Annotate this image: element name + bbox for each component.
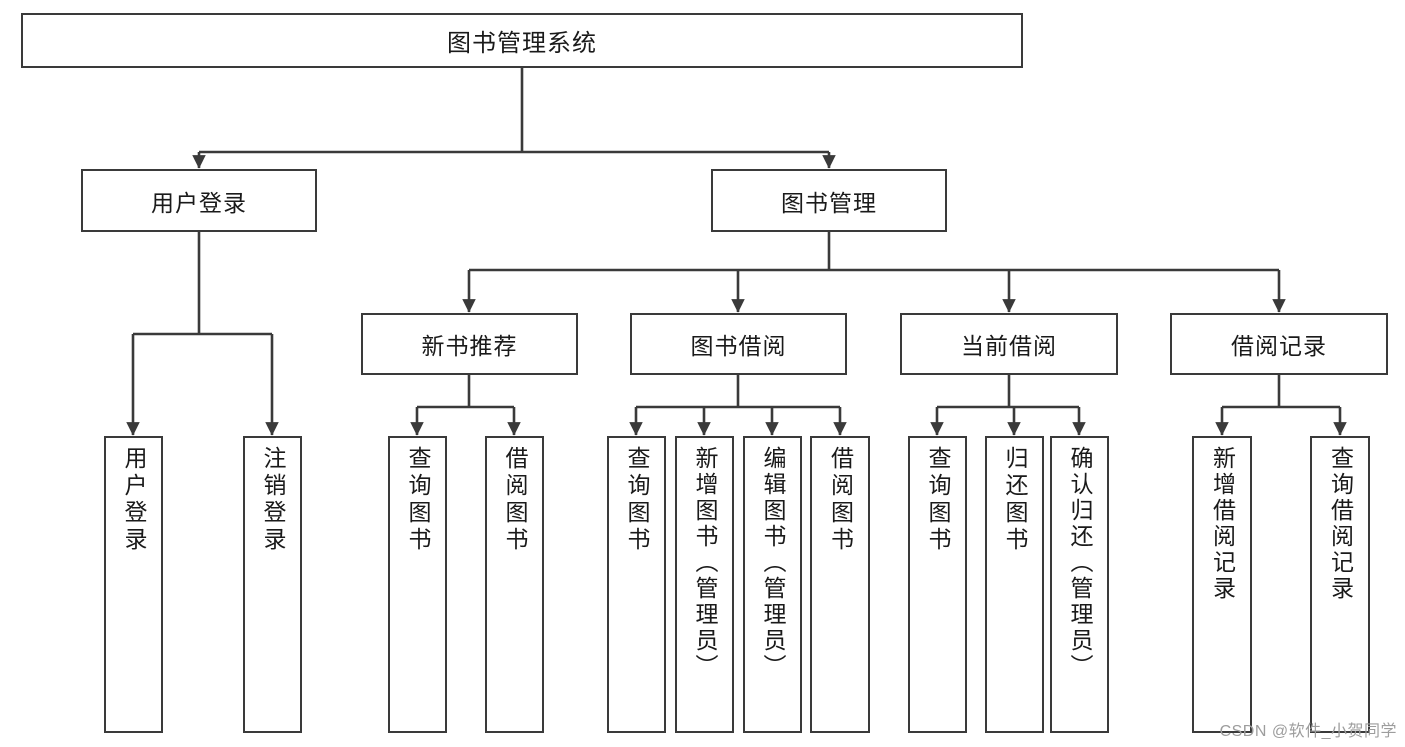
leaf-add-book-admin-label: 新增图书（管理员） (692, 446, 718, 680)
node-new-book-recommend[interactable]: 新书推荐 (361, 313, 578, 375)
leaf-return-book[interactable]: 归还图书 (985, 436, 1044, 733)
node-book-borrow-label: 图书借阅 (690, 333, 787, 359)
leaf-add-borrow-record[interactable]: 新增借阅记录 (1192, 436, 1252, 733)
node-book-management[interactable]: 图书管理 (711, 169, 947, 232)
node-borrow-record-label: 借阅记录 (1231, 333, 1327, 359)
leaf-query-book-borrow-label: 查询图书 (624, 446, 650, 554)
leaf-return-book-label: 归还图书 (1002, 446, 1028, 554)
node-new-book-recommend-label: 新书推荐 (421, 333, 518, 359)
leaf-confirm-return-admin-label: 确认归还（管理员） (1067, 446, 1093, 680)
node-user-login-label: 用户登录 (151, 189, 247, 216)
watermark: CSDN @软件_小贺同学 (1219, 723, 1397, 740)
leaf-user-login[interactable]: 用户登录 (104, 436, 163, 733)
leaf-logout[interactable]: 注销登录 (243, 436, 302, 733)
leaf-borrow-book-newbook[interactable]: 借阅图书 (485, 436, 544, 733)
leaf-edit-book-admin-label: 编辑图书（管理员） (760, 446, 786, 680)
leaf-edit-book-admin[interactable]: 编辑图书（管理员） (743, 436, 802, 733)
node-borrow-record[interactable]: 借阅记录 (1170, 313, 1388, 375)
node-root[interactable]: 图书管理系统 (21, 13, 1023, 68)
leaf-add-book-admin[interactable]: 新增图书（管理员） (675, 436, 734, 733)
leaf-add-borrow-record-label: 新增借阅记录 (1209, 446, 1236, 602)
node-book-borrow[interactable]: 图书借阅 (630, 313, 847, 375)
leaf-query-borrow-record-label: 查询借阅记录 (1327, 446, 1354, 602)
leaf-borrow-book[interactable]: 借阅图书 (810, 436, 870, 733)
leaf-query-book-current-label: 查询图书 (925, 446, 951, 554)
leaf-borrow-book-newbook-label: 借阅图书 (502, 446, 528, 554)
node-user-login[interactable]: 用户登录 (81, 169, 317, 232)
node-book-management-label: 图书管理 (781, 189, 877, 216)
leaf-query-borrow-record[interactable]: 查询借阅记录 (1310, 436, 1370, 733)
leaf-query-book-current[interactable]: 查询图书 (908, 436, 967, 733)
leaf-logout-label: 注销登录 (260, 446, 286, 554)
node-root-label: 图书管理系统 (447, 30, 597, 57)
leaf-confirm-return-admin[interactable]: 确认归还（管理员） (1050, 436, 1109, 733)
leaf-user-login-label: 用户登录 (121, 446, 147, 554)
node-current-borrow-label: 当前借阅 (961, 333, 1057, 359)
leaf-query-book-newbook[interactable]: 查询图书 (388, 436, 447, 733)
leaf-query-book-newbook-label: 查询图书 (405, 446, 431, 554)
node-current-borrow[interactable]: 当前借阅 (900, 313, 1118, 375)
leaf-borrow-book-label: 借阅图书 (827, 446, 854, 554)
leaf-query-book-borrow[interactable]: 查询图书 (607, 436, 666, 733)
